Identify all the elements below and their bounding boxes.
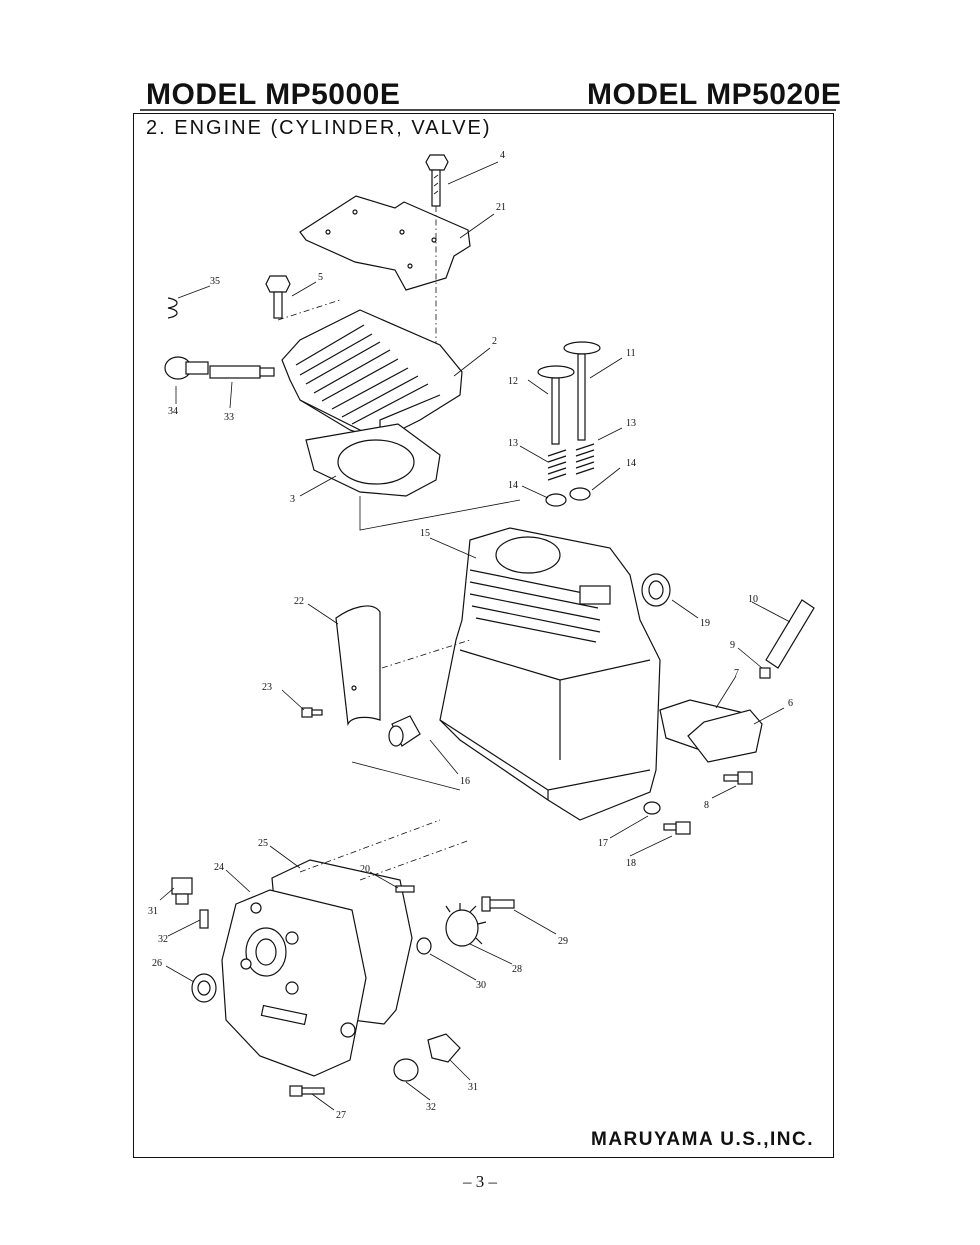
callout-number: 9 [730, 640, 735, 651]
callout-number: 22 [294, 596, 304, 607]
company-footer: MARUYAMA U.S.,INC. [591, 1129, 814, 1150]
callout-number: 6 [788, 698, 793, 709]
valve-part-12 [537, 365, 575, 445]
clip-part-35 [167, 297, 178, 319]
hose-part-10 [765, 599, 815, 669]
callout-number: 34 [168, 406, 178, 417]
callout-number: 18 [626, 858, 636, 869]
screw-part-23 [301, 707, 323, 718]
cylinder-head-part-2 [281, 309, 463, 441]
model-title-right: MODEL MP5020E [587, 78, 842, 111]
callout-number: 8 [704, 800, 709, 811]
callout-number: 31 [468, 1082, 478, 1093]
callout-number: 28 [512, 964, 522, 975]
callout-number: 26 [152, 958, 162, 969]
governor-shaft-part-29 [481, 896, 515, 912]
callout-number: 4 [500, 150, 505, 161]
breather-cover-part-6 [687, 709, 763, 763]
bushing-part-16 [388, 715, 421, 747]
callout-number: 25 [258, 838, 268, 849]
head-cover-part-21 [299, 195, 471, 291]
valve-part-11 [563, 341, 601, 441]
oil-seal-part-19 [641, 573, 671, 607]
callout-number: 11 [626, 348, 636, 359]
callout-number: 14 [626, 458, 636, 469]
page-number: – 3 – [463, 1172, 497, 1191]
callout-number: 21 [496, 202, 506, 213]
callout-number: 30 [476, 980, 486, 991]
governor-gear-part-28 [445, 903, 487, 947]
callout-number: 2 [492, 336, 497, 347]
callout-number: 24 [214, 862, 224, 873]
bolt-part-18 [663, 821, 691, 835]
callout-labels: 4 21 35 5 2 11 12 34 33 13 13 14 14 3 15 22 10 19 9 7 23 6 16 8… [148, 150, 793, 1121]
bolt-part-5 [265, 275, 291, 319]
clamp-part-9 [759, 667, 771, 679]
cylinder-block-part-15 [439, 527, 661, 821]
callout-number: 33 [224, 412, 234, 423]
oil-seal-part-26 [191, 973, 217, 1003]
o-ring-part-32 [199, 909, 209, 929]
bolt-part-27 [289, 1085, 325, 1097]
model-title-left: MODEL MP5000E [146, 78, 401, 111]
callout-number: 20 [360, 864, 370, 875]
crankcase-cover-part-24 [221, 889, 367, 1077]
plug-cap-part-34 [164, 356, 209, 380]
bolt-part-4 [425, 154, 449, 207]
head-gasket-part-3 [305, 423, 441, 497]
spark-plug-part-33 [209, 365, 275, 379]
washer-part-30 [416, 937, 432, 955]
oil-cap-part-31-lower [427, 1033, 461, 1063]
pin-part-20 [395, 885, 415, 893]
callout-number: 35 [210, 276, 220, 287]
diagram-frame [133, 113, 834, 1158]
callout-number: 10 [748, 594, 758, 605]
section-title: 2. ENGINE (CYLINDER, VALVE) [146, 117, 492, 139]
callout-number: 15 [420, 528, 430, 539]
washer-part-17 [643, 801, 661, 815]
bolt-part-8 [723, 771, 753, 785]
callout-number: 23 [262, 682, 272, 693]
callout-number: 29 [558, 936, 568, 947]
callout-leaders [159, 161, 791, 1111]
callout-number: 3 [290, 494, 295, 505]
valve-spring-part-13 [547, 443, 595, 481]
callout-number: 7 [734, 668, 739, 679]
callout-number: 14 [508, 480, 518, 491]
callout-number: 32 [158, 934, 168, 945]
oil-cap-part-31 [171, 877, 193, 905]
shroud-part-22 [335, 605, 381, 727]
callout-number: 16 [460, 776, 470, 787]
retainer-part-14 [545, 487, 591, 507]
callout-number: 13 [626, 418, 636, 429]
callout-number: 27 [336, 1110, 346, 1121]
callout-number: 19 [700, 618, 710, 629]
callout-number: 17 [598, 838, 608, 849]
callout-number: 12 [508, 376, 518, 387]
callout-number: 13 [508, 438, 518, 449]
callout-number: 31 [148, 906, 158, 917]
o-ring-part-32-lower [393, 1058, 419, 1082]
callout-number: 32 [426, 1102, 436, 1113]
callout-number: 5 [318, 272, 323, 283]
